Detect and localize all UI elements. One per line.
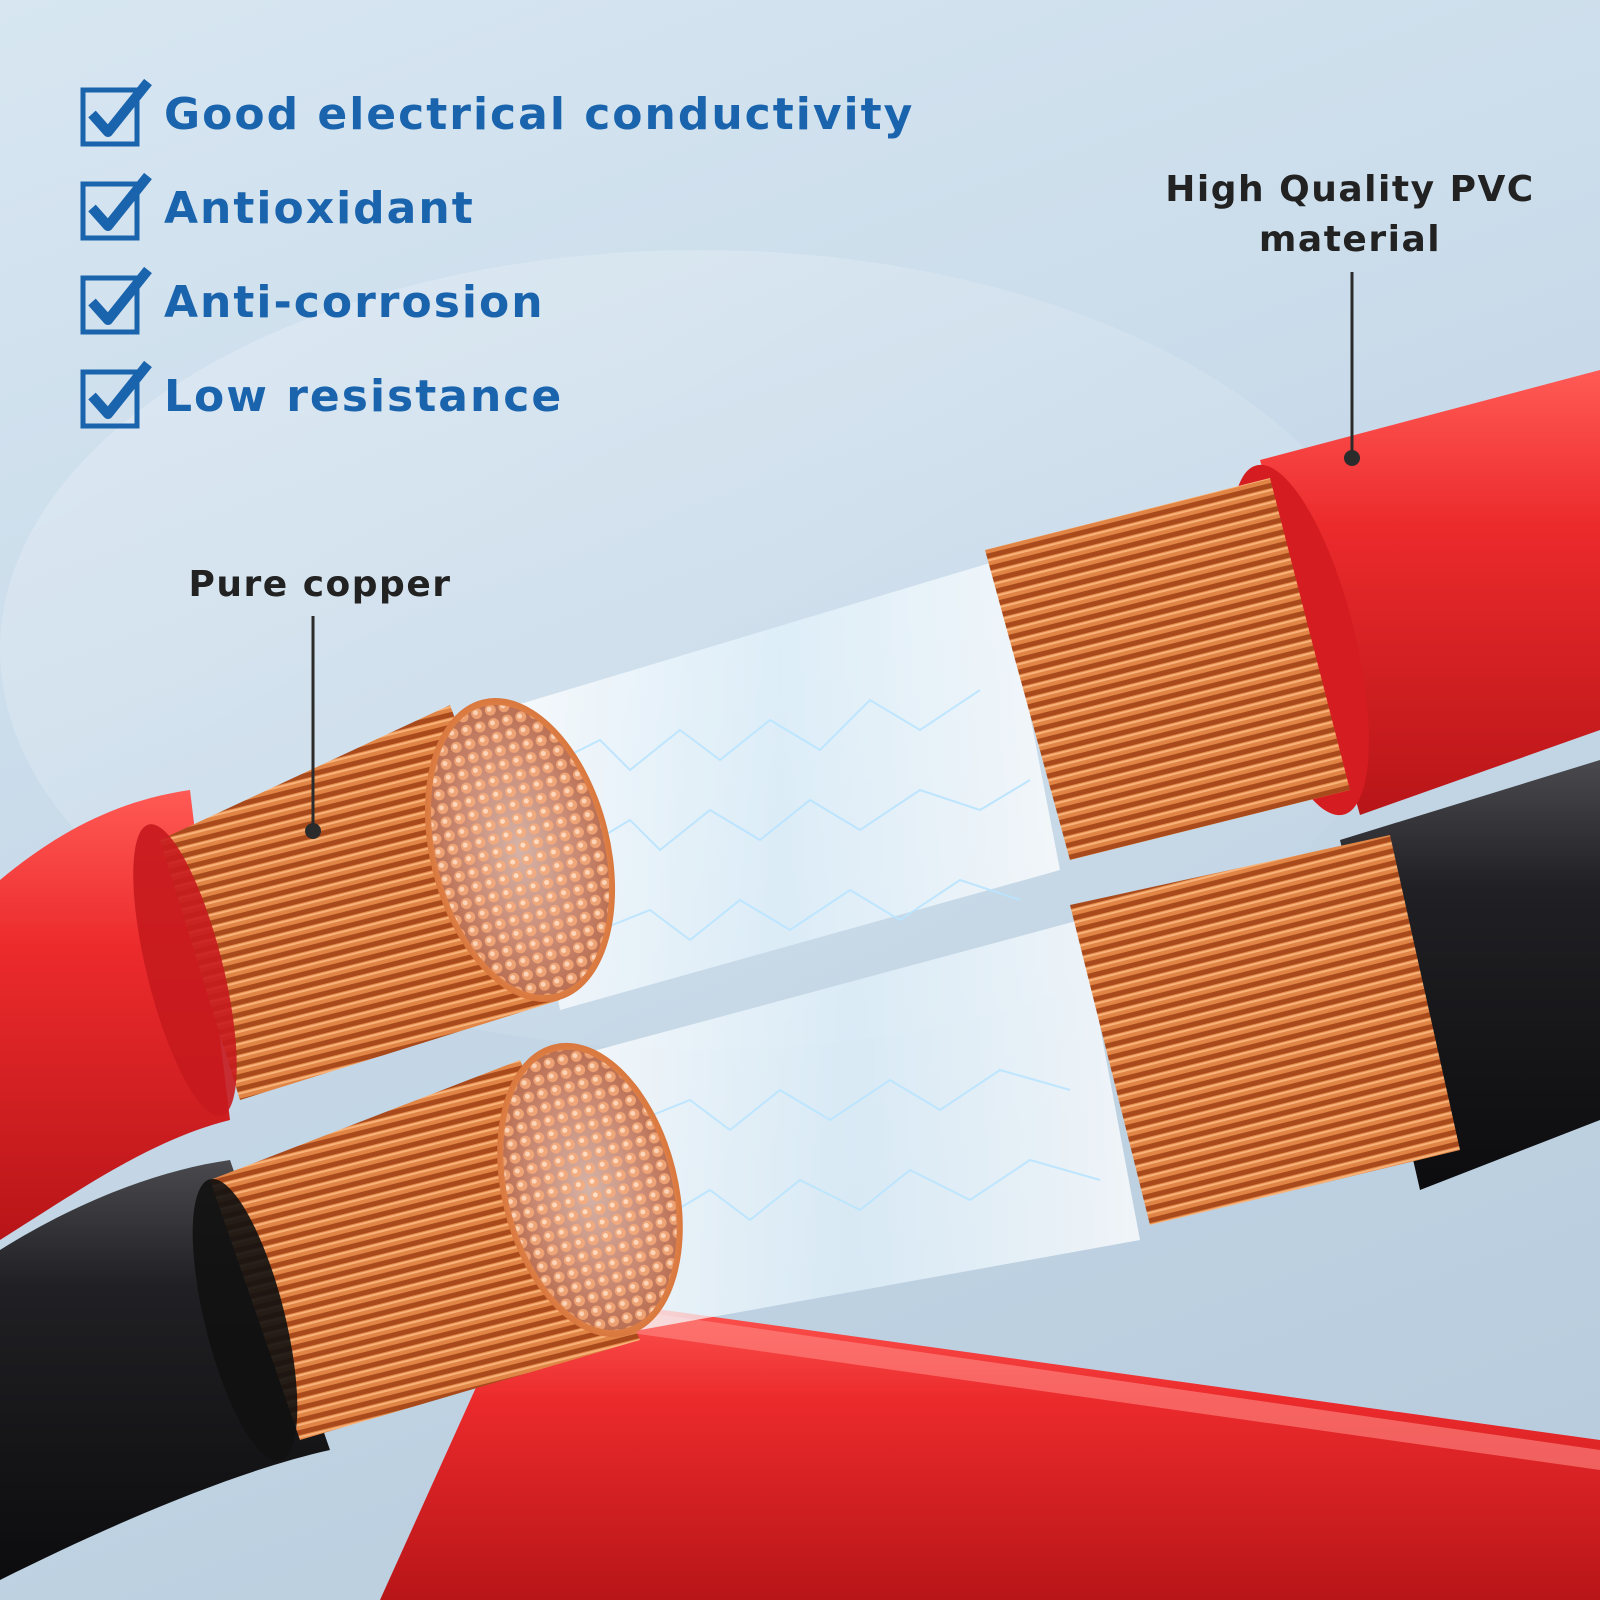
feature-item-antioxidant: Antioxidant — [80, 172, 980, 244]
lower-left-black-rim — [192, 1178, 298, 1462]
lower-energy-beam — [560, 920, 1140, 1330]
checkbox-checked-icon — [80, 172, 152, 241]
upper-left-strand-pattern — [430, 704, 610, 996]
copper-callout-label: Pure copper — [188, 564, 452, 605]
pvc-callout-line1: High Quality PVC — [1165, 169, 1535, 210]
pvc-callout: High Quality PVC material — [1150, 165, 1550, 265]
lightning-arcs — [559, 689, 1101, 1222]
checkbox-checked-icon — [80, 266, 152, 335]
checkbox-checked-icon — [80, 78, 152, 147]
upper-right-copper — [985, 478, 1350, 860]
feature-item-anti-corrosion: Anti-corrosion — [80, 266, 980, 338]
feature-label: Anti-corrosion — [164, 276, 545, 328]
pvc-callout-dot — [1344, 450, 1360, 466]
feature-item-conductivity: Good electrical conductivity — [80, 78, 980, 150]
bottom-red-cable-highlight — [540, 1300, 1600, 1470]
pvc-callout-line2: material — [1258, 219, 1442, 260]
feature-label: Good electrical conductivity — [164, 88, 915, 140]
feature-label: Antioxidant — [164, 182, 475, 234]
copper-callout: Pure copper — [180, 560, 460, 610]
lower-left-strand-pattern — [503, 1049, 677, 1331]
copper-callout-dot — [305, 823, 321, 839]
feature-label: Low resistance — [164, 370, 564, 422]
lower-right-copper — [1070, 835, 1460, 1225]
upper-energy-beam — [500, 560, 1060, 1010]
bottom-red-cable — [380, 1290, 1600, 1600]
feature-item-low-resistance: Low resistance — [80, 360, 980, 432]
upper-left-red-rim — [133, 824, 237, 1116]
checkbox-checked-icon — [80, 360, 152, 429]
